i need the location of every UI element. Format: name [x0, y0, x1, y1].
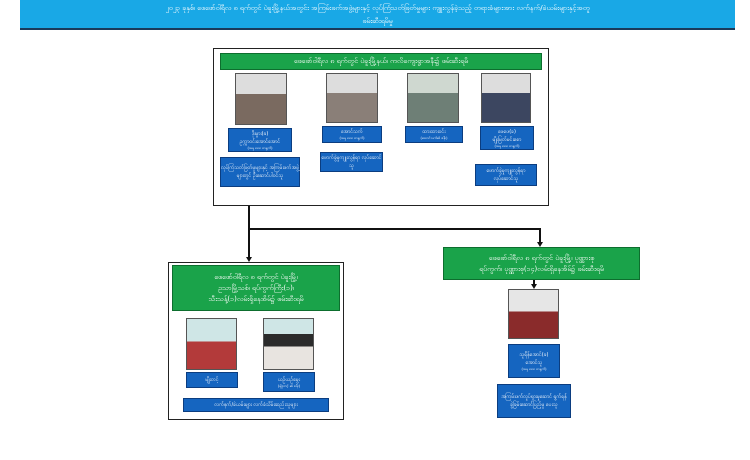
group1-title: ဖေဖော်ဝါရီလ ၈ ရက်တွင် ပဲခူးမြို့နယ်၊ ကလိ…	[220, 53, 542, 70]
name-label-person-1: ဒိုးမွား(ခ)ဥက္ကာဝင်းအောင်အောင်(အမှု ၈၈၈ …	[228, 128, 292, 152]
title-line: ဖေဖော်ဝါရီလ ၈ ရက်တွင် ပဲခူးမြို့၊ ပုဏ္ဏာ…	[488, 253, 595, 262]
name: ယဉ်ယဉ်မွေး	[277, 376, 301, 383]
note: (အမှု ၈၈၈ စာရွက်)	[247, 145, 273, 150]
photo-person-1	[235, 73, 287, 125]
title-line: ဥသာမြို့သစ်၊ ရပ်ကွက်ကြီး(၁)၊	[218, 283, 294, 292]
connector-line	[248, 228, 540, 230]
name-label-person-3: ထားထားဝင်း(အောင်သက်၏ ဇနီး)	[405, 126, 463, 143]
group2-title: ဖေဖော်ဝါရီလ ၈ ရက်တွင် ပဲခူးမြို့၊ဥသာမြို…	[172, 265, 340, 311]
name-label-person-6: ယဉ်ယဉ်မွေး(မျိုးတင့် ၏ ဇနီး)	[263, 372, 315, 392]
arrow-icon	[530, 284, 537, 289]
role-label-person-7: အကြမ်းဖက်လှုပ်ရှားမှုဆောင် ရွက်ရန်ခွဲခြမ…	[497, 384, 571, 418]
name-label-person-2: အောင်သက်(အမှု ၈၈၈ စာရွက်)	[322, 126, 382, 143]
name: သူရိန်အောင်(ခ)	[519, 351, 549, 358]
name-label-person-4: ဖေဖေ(ခ)မျိုးမြတ်မင်းစော(အမှု ၈၈၈ စာရွက်)	[480, 126, 534, 150]
name-label-person-5: မျိုးတင့်	[186, 372, 238, 388]
name: ဖေဖေ(ခ)	[498, 128, 516, 135]
alias: ဥက္ကာဝင်းအောင်အောင်	[239, 138, 281, 145]
note: (အမှု ၈၈၈ စာရွက်)	[339, 136, 365, 140]
title-line: ရပ်ကွက်၊ ပုဏ္ဏားစု(၁၄)လမ်းရှိနေအိမ်၌ ဖမ်…	[479, 264, 604, 273]
note: (အောင်သက်၏ ဇနီး)	[420, 136, 448, 140]
alias: မျိုးမြတ်မင်းစော	[492, 136, 522, 143]
name: အောင်သက်	[341, 129, 363, 135]
role-label-person-4: ဖောက်ခွဲမှုကျူးလွန်ရာ လုပ်ဆောင်သူ	[475, 164, 537, 186]
role-label-person-2: ဖောက်ခွဲမှုကျူးလွန်ရာ လုပ်ဆောင်သူ	[320, 152, 383, 172]
connector-line	[533, 280, 535, 285]
title-line: သီးသန့်(၁)လမ်းရှိနေအိမ်၌ ဖမ်းဆီးရမိ	[208, 294, 304, 303]
name: ထားထားဝင်း	[422, 129, 446, 135]
group3-title: ဖေဖော်ဝါရီလ ၈ ရက်တွင် ပဲခူးမြို့၊ ပုဏ္ဏာ…	[443, 247, 640, 280]
connector-line	[539, 228, 541, 243]
photo-person-6	[263, 318, 314, 370]
photo-person-5	[186, 318, 237, 370]
name-label-person-7: သူရိန်အောင်(ခ)အောင်သူ(အမှု ၈၈၈ စာရွက်)	[508, 344, 560, 378]
name: ဒိုးမွား(ခ)	[251, 130, 269, 137]
photo-person-3	[407, 73, 459, 123]
role-label-person-1: လုပ်ကြံသတ်ဖြတ်မှုများနှင့် အကြမ်းဖက်အဖွဲ…	[220, 157, 300, 187]
photo-person-4	[481, 73, 531, 123]
alias: အောင်သူ	[525, 359, 543, 366]
connector-line	[248, 206, 250, 258]
arrow-icon	[245, 257, 252, 262]
title-line: ဖေဖော်ဝါရီလ ၈ ရက်တွင် ပဲခူးမြို့၊	[214, 272, 298, 281]
banner-line1: ၂၀၂၃ ခုနှစ်၊ ဖေဖော်ဝါရီလ ၈ ရက်တွင် ပဲခူး…	[165, 4, 590, 12]
photo-person-2	[326, 73, 378, 123]
banner-line2: ဖမ်းဆီးရမိမှု	[362, 17, 393, 25]
note: (မျိုးတင့် ၏ ဇနီး)	[277, 383, 301, 388]
arrow-icon	[536, 242, 543, 247]
note: (အမှု ၈၈၈ စာရွက်)	[494, 143, 520, 148]
role-label-group2: လက်နက်/ခဲယမ်းများ လက်ခံသိမ်းဆည်းသူများ	[183, 398, 329, 412]
photo-person-7	[508, 289, 559, 339]
note: (အမှု ၈၈၈ စာရွက်)	[521, 366, 547, 371]
title-banner: ၂၀၂၃ ခုနှစ်၊ ဖေဖော်ဝါရီလ ၈ ရက်တွင် ပဲခူး…	[20, 0, 735, 30]
